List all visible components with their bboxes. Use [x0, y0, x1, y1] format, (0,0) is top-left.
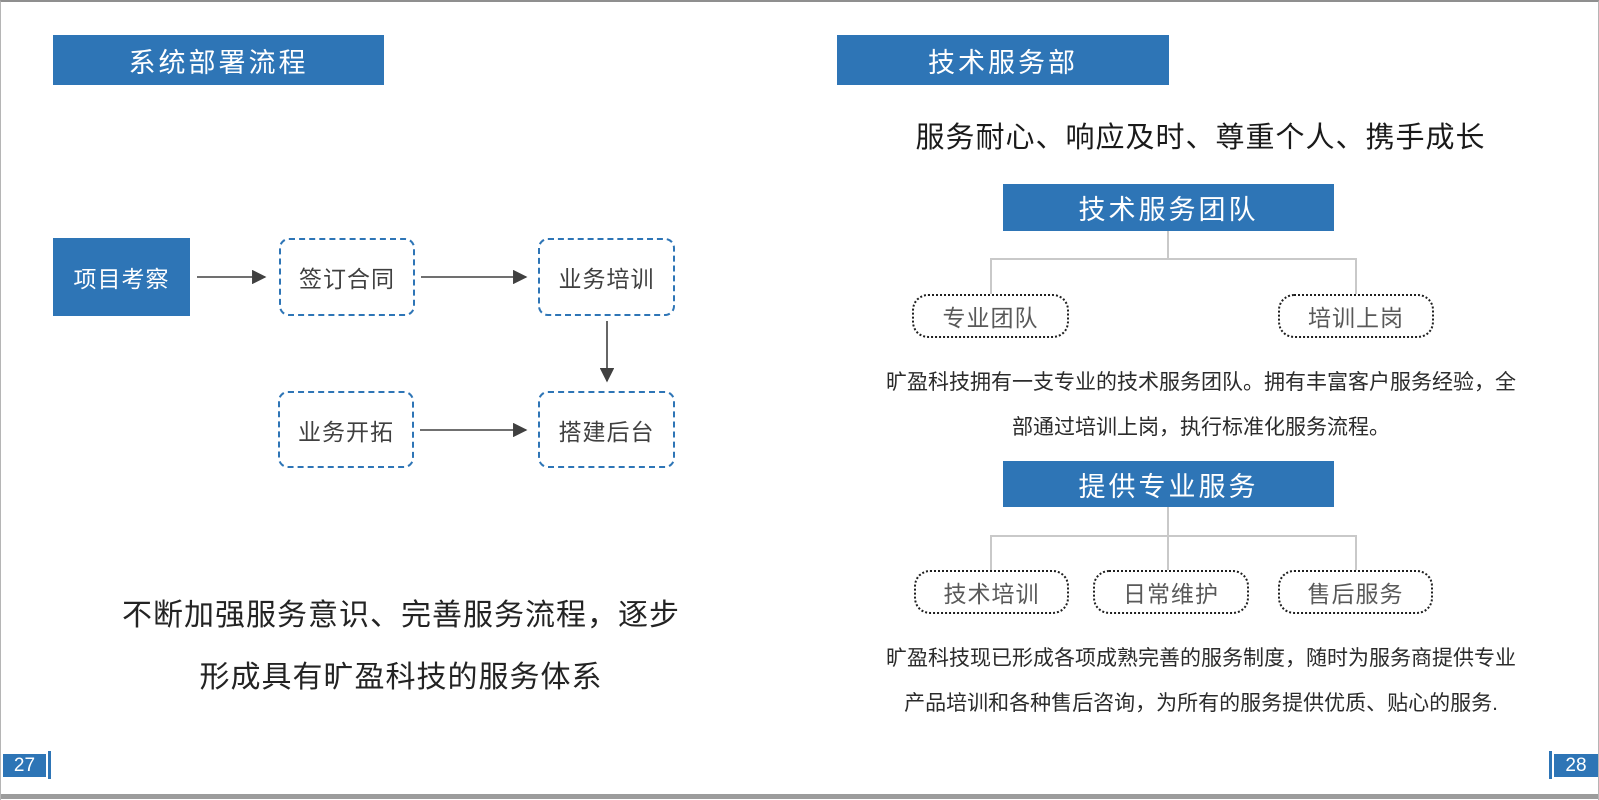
page-number-left-bar	[48, 751, 51, 779]
flow-node-label: 业务培训	[558, 266, 655, 292]
service-child-after-sales: 售后服务	[1278, 570, 1433, 614]
team-connector-stem	[1167, 231, 1169, 258]
team-description-line-1: 旷盈科技拥有一支专业的技术服务团队。拥有丰富客户服务经验，全	[886, 371, 1516, 394]
bottom-frame-rule	[1, 794, 1598, 799]
flow-node-label: 业务开拓	[298, 418, 394, 445]
team-description-line-2: 部通过培训上岗，执行标准化服务流程。	[1012, 416, 1390, 439]
service-section-header: 提供专业服务	[1003, 461, 1334, 507]
service-child-daily-maintenance: 日常维护	[1093, 570, 1249, 614]
team-child-trained-onboard: 培训上岗	[1278, 294, 1434, 338]
flow-node-label: 搭建后台	[558, 418, 655, 445]
org-child-label: 专业团队	[942, 305, 1039, 331]
team-connector-crossbar	[990, 258, 1357, 260]
flow-node-label: 签订合同	[299, 266, 395, 292]
flow-node-business-expansion: 业务开拓	[278, 391, 414, 468]
left-page-title-banner: 系统部署流程	[53, 35, 384, 85]
service-description-line-2: 产品培训和各种售后咨询，为所有的服务提供优质、贴心的服务.	[904, 692, 1498, 715]
page-number-right-bar	[1549, 751, 1552, 779]
service-description: 旷盈科技现已形成各项成熟完善的服务制度，随时为服务商提供专业 产品培训和各种售后…	[831, 636, 1571, 726]
team-connector-left-drop	[990, 258, 992, 294]
org-child-label: 日常维护	[1123, 581, 1219, 607]
service-connector-stem	[1167, 507, 1169, 570]
left-page-caption: 不断加强服务意识、完善服务流程，逐步 形成具有旷盈科技的服务体系	[1, 585, 801, 709]
page-number-right: 28	[1554, 754, 1598, 777]
flow-node-project-survey: 项目考察	[53, 238, 190, 316]
org-child-label: 培训上岗	[1308, 305, 1404, 331]
flow-node-build-backend: 搭建后台	[538, 391, 675, 468]
team-section-header: 技术服务团队	[1003, 184, 1334, 231]
service-motto: 服务耐心、响应及时、尊重个人、携手成长	[915, 122, 1486, 154]
service-connector-right-drop	[1355, 535, 1357, 570]
caption-line-2: 形成具有旷盈科技的服务体系	[199, 661, 603, 694]
page-number-left: 27	[3, 754, 46, 777]
service-connector-left-drop	[990, 535, 992, 570]
org-child-label: 售后服务	[1307, 581, 1404, 607]
team-description: 旷盈科技拥有一支专业的技术服务团队。拥有丰富客户服务经验，全 部通过培训上岗，执…	[831, 360, 1571, 450]
flow-node-sign-contract: 签订合同	[279, 238, 415, 316]
page-number-right-label: 28	[1565, 754, 1587, 776]
service-description-line-1: 旷盈科技现已形成各项成熟完善的服务制度，随时为服务商提供专业	[886, 647, 1516, 670]
right-page-title-banner: 技术服务部	[837, 35, 1169, 85]
team-connector-right-drop	[1355, 258, 1357, 294]
left-page-title: 系统部署流程	[128, 47, 309, 78]
flow-node-business-training: 业务培训	[538, 238, 675, 316]
org-child-label: 技术培训	[943, 581, 1040, 607]
service-section-header-label: 提供专业服务	[1078, 471, 1259, 502]
team-child-professional-team: 专业团队	[912, 294, 1069, 338]
service-child-tech-training: 技术培训	[914, 570, 1069, 614]
right-page-title: 技术服务部	[928, 47, 1078, 78]
caption-line-1: 不断加强服务意识、完善服务流程，逐步	[122, 599, 680, 632]
flow-node-label: 项目考察	[73, 266, 170, 292]
team-section-header-label: 技术服务团队	[1078, 195, 1259, 225]
page-number-left-label: 27	[13, 754, 36, 776]
service-connector-crossbar	[990, 535, 1357, 537]
